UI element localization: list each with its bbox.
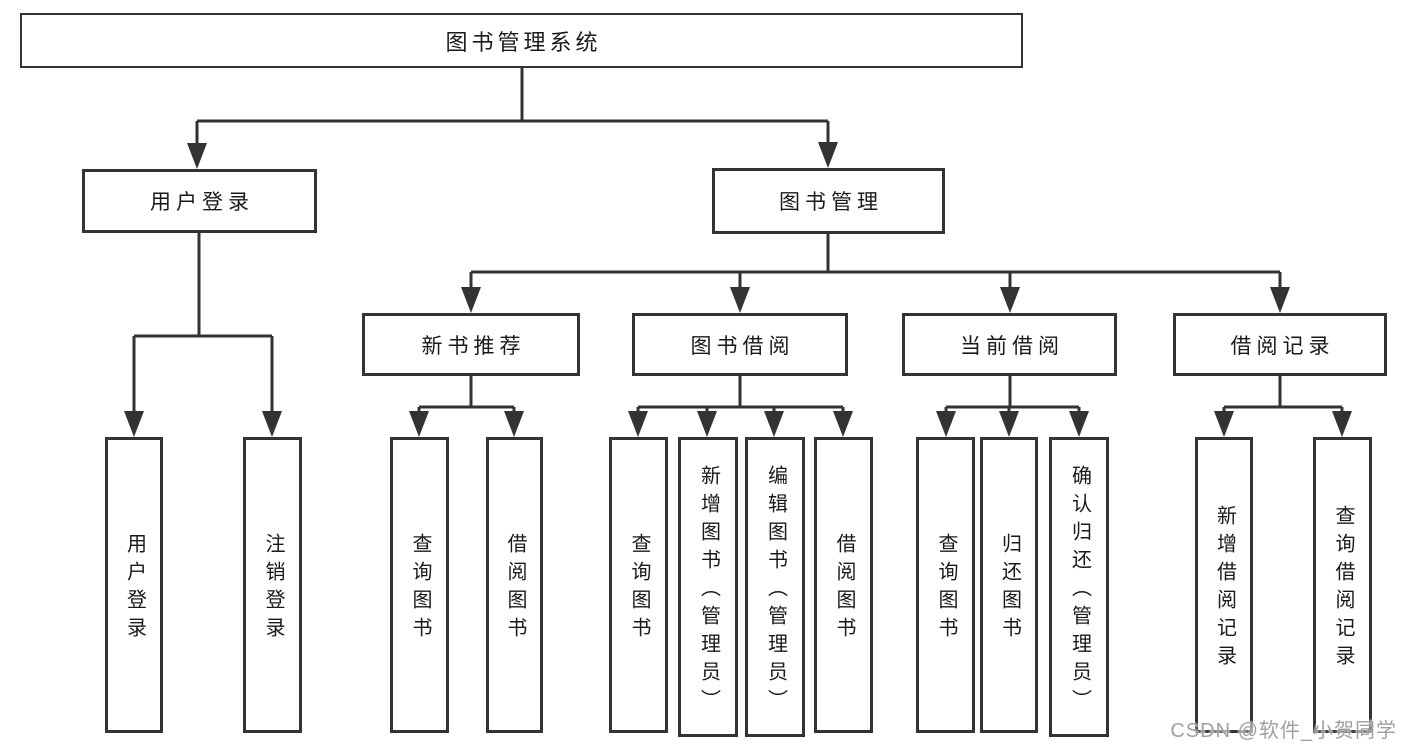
node-label: 确认归还（管理员） (1068, 465, 1091, 717)
node-label: 新增图书（管理员） (697, 465, 720, 717)
node-leaf-query-books-2: 查询图书 (609, 437, 668, 733)
node-leaf-logout: 注销登录 (243, 437, 302, 733)
node-label: 当前借阅 (960, 334, 1064, 358)
node-label: 查询图书 (935, 533, 957, 645)
node-label: 归还图书 (998, 533, 1021, 645)
node-leaf-borrow-books-2: 借阅图书 (814, 437, 873, 733)
node-leaf-user-login: 用户登录 (105, 437, 163, 733)
node-leaf-add-books-admin: 新增图书（管理员） (678, 437, 738, 737)
node-root: 图书管理系统 (20, 13, 1023, 68)
node-leaf-query-borrow-record: 查询借阅记录 (1313, 437, 1372, 733)
node-label: 查询图书 (628, 533, 650, 645)
node-label: 图书管理 (779, 191, 883, 214)
node-book-management: 图书管理 (712, 168, 945, 234)
node-label: 新增借阅记录 (1213, 505, 1236, 673)
node-new-book-recommend: 新书推荐 (362, 313, 580, 376)
node-label: 图书管理系统 (445, 29, 602, 55)
node-borrowing-records: 借阅记录 (1173, 313, 1387, 376)
node-label: 编辑图书（管理员） (764, 465, 787, 717)
node-leaf-borrow-books-1: 借阅图书 (486, 437, 543, 733)
node-leaf-edit-books-admin: 编辑图书（管理员） (745, 437, 805, 737)
node-leaf-add-borrow-record: 新增借阅记录 (1195, 437, 1253, 733)
node-leaf-query-books-3: 查询图书 (916, 437, 975, 733)
node-label: 借阅图书 (833, 533, 855, 645)
node-leaf-confirm-return-admin: 确认归还（管理员） (1049, 437, 1109, 737)
node-label: 图书借阅 (690, 334, 795, 358)
node-label: 查询借阅记录 (1332, 505, 1354, 673)
node-label: 借阅图书 (504, 533, 526, 645)
node-current-borrowing: 当前借阅 (902, 313, 1117, 376)
watermark: CSDN @软件_小贺同学 (1170, 720, 1397, 742)
node-label: 注销登录 (262, 533, 284, 645)
node-leaf-query-books-1: 查询图书 (390, 437, 449, 733)
node-leaf-return-books: 归还图书 (980, 437, 1038, 733)
node-label: 新书推荐 (421, 334, 526, 358)
node-user-login: 用户登录 (82, 169, 317, 233)
node-label: 借阅记录 (1230, 334, 1335, 358)
node-label: 查询图书 (409, 533, 431, 645)
node-label: 用户登录 (123, 533, 146, 645)
node-book-borrowing: 图书借阅 (632, 313, 848, 376)
node-label: 用户登录 (150, 191, 254, 214)
